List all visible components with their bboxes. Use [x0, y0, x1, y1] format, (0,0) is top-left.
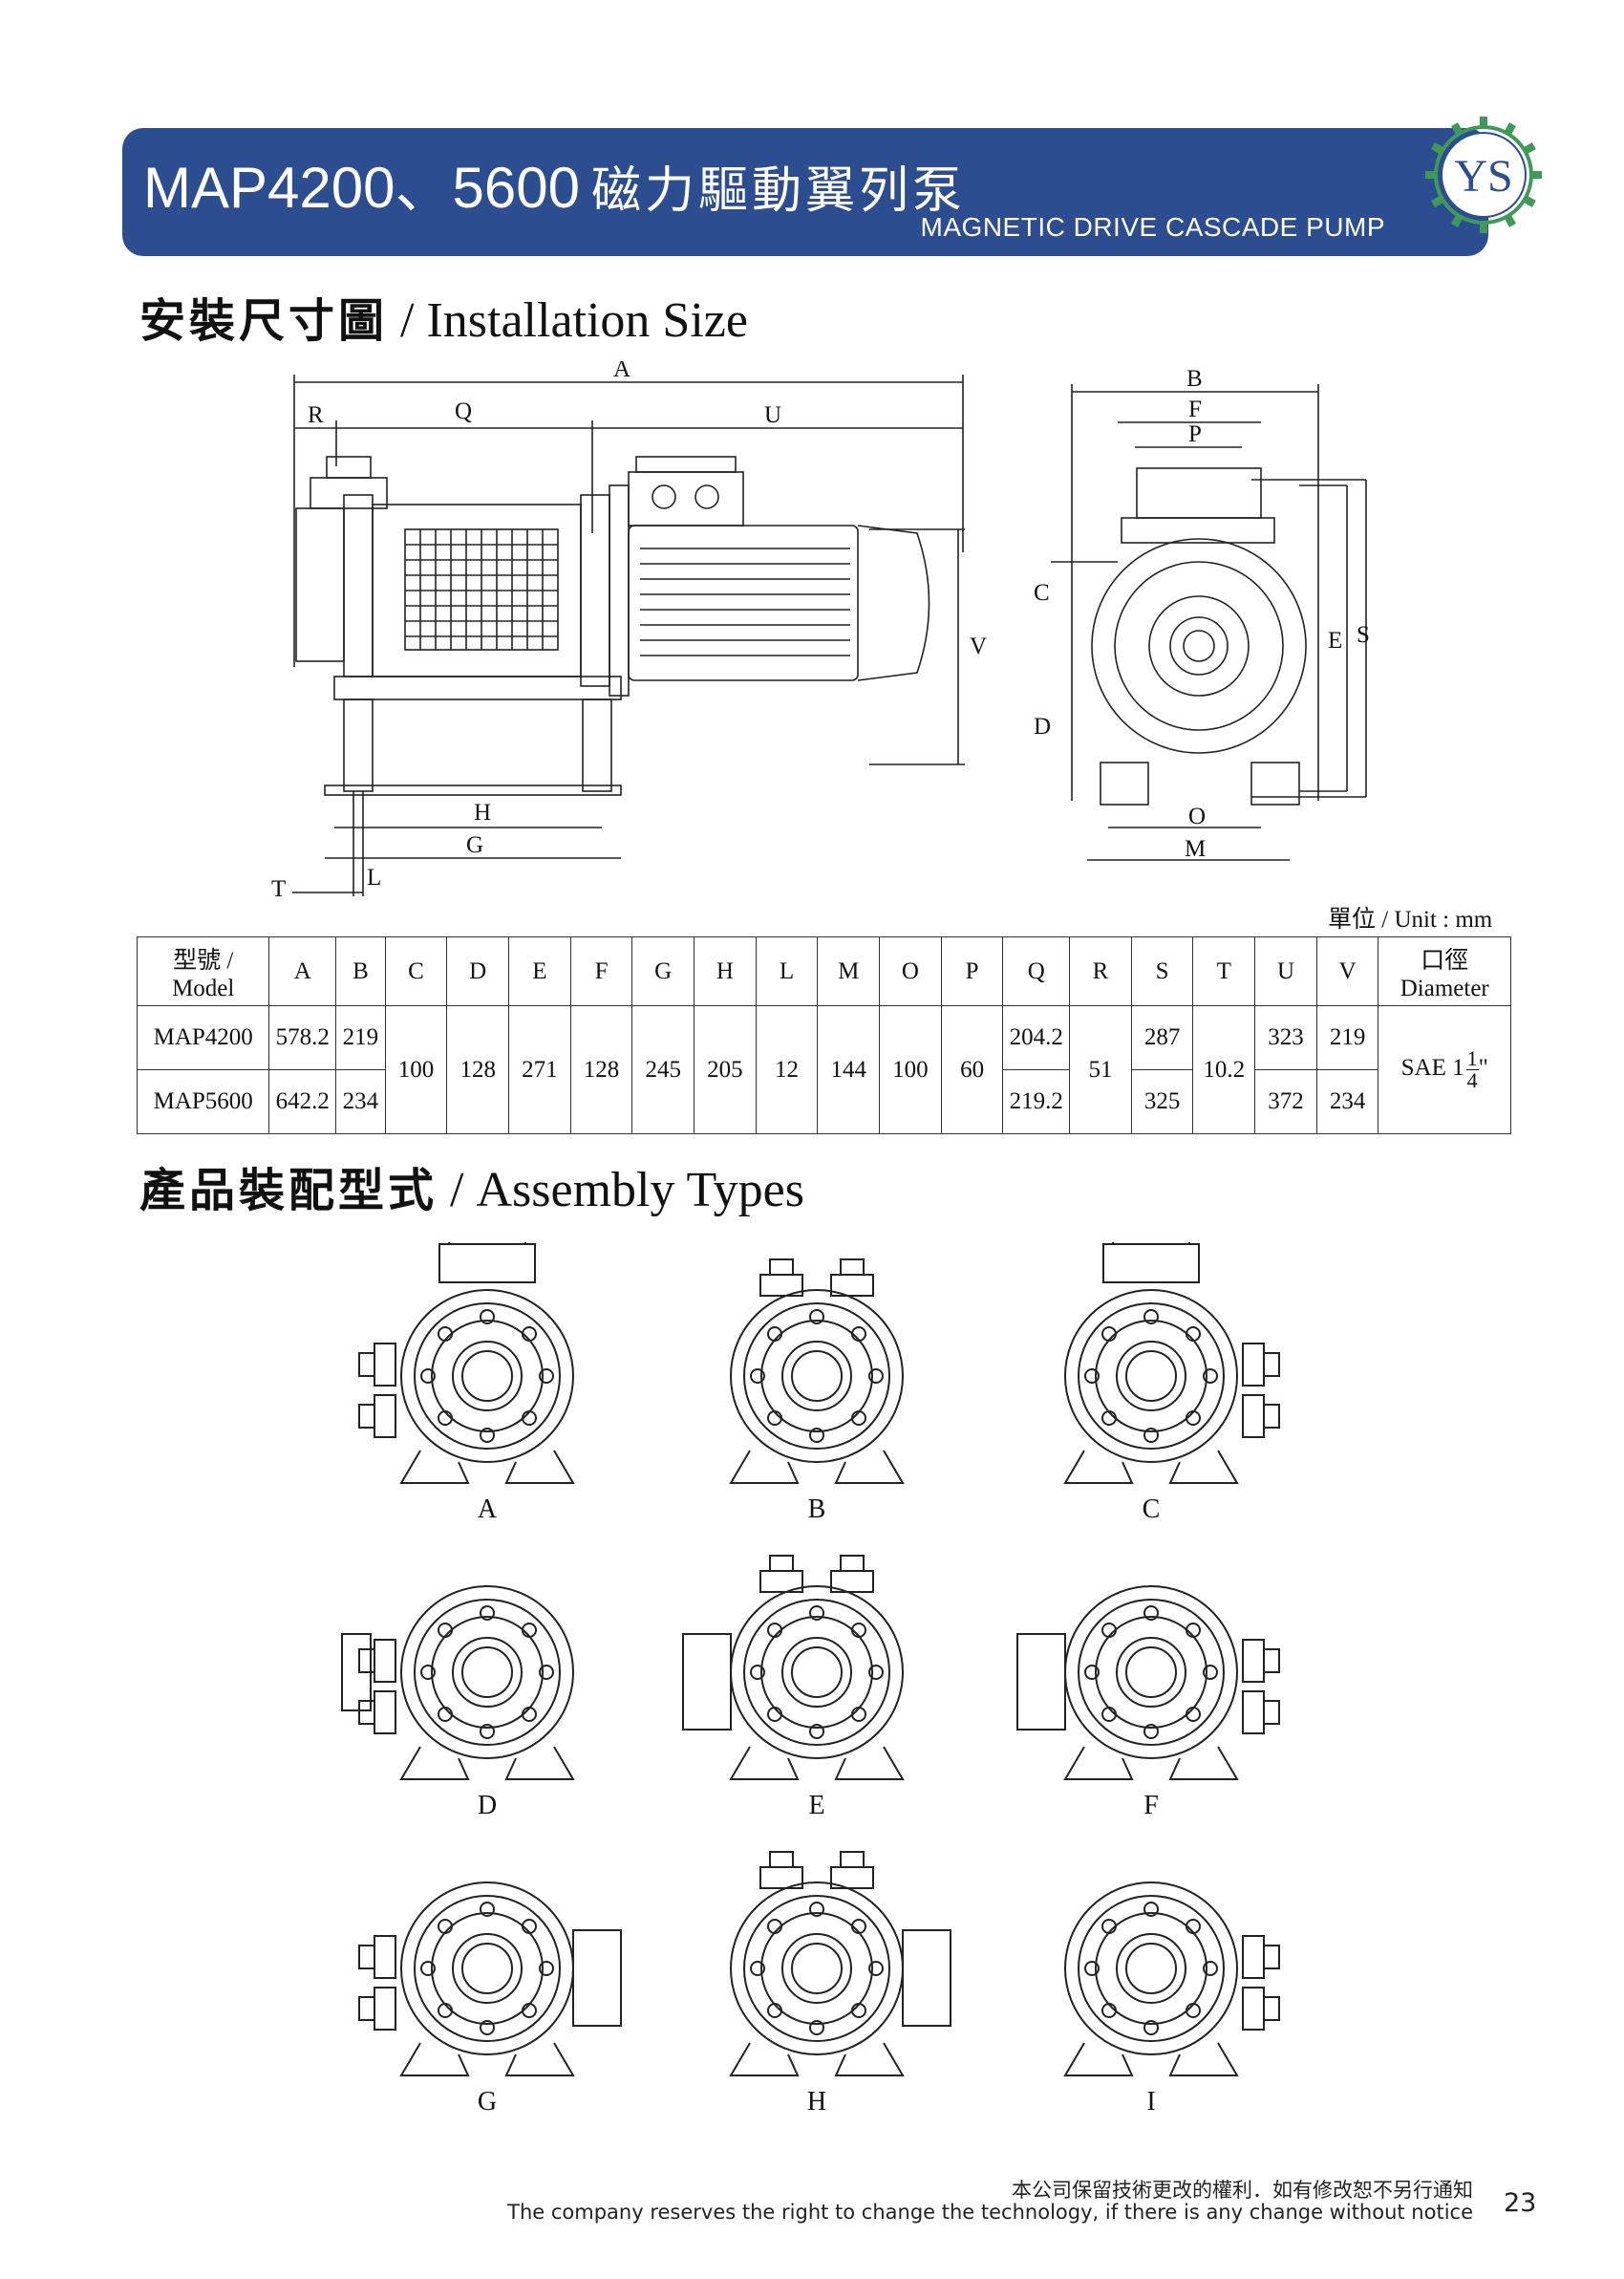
dim-R: R: [308, 402, 324, 428]
assembly-type-b: [730, 1258, 904, 1484]
unit-label: 單位 / Unit : mm: [1328, 907, 1493, 933]
assembly-label: B: [808, 1494, 826, 1524]
header-col: B: [335, 936, 386, 1006]
header-col: V: [1315, 936, 1379, 1006]
table-header-row: 型號 /Model A B C D E F G H L M O P Q R S …: [136, 936, 1511, 1006]
assembly-type-i: [1064, 1881, 1280, 2076]
page-subtitle: MAGNETIC DRIVE CASCADE PUMP: [920, 212, 1385, 242]
title-chinese: 磁力驅動翼列泵: [590, 162, 966, 220]
dim-P: P: [1188, 421, 1202, 447]
footer-notice-zh: 本公司保留技術更改的權利．如有修改恕不另行通知: [1012, 2179, 1473, 2202]
header-col: S: [1130, 936, 1194, 1006]
dim-Q: Q: [455, 398, 472, 424]
assembly-label: D: [478, 1791, 497, 1820]
dim-M: M: [1185, 836, 1206, 862]
table-row: MAP5600 642.2 234 219.2 325 372 234: [136, 1069, 1511, 1134]
dim-S: S: [1357, 622, 1370, 648]
header-col: M: [817, 936, 881, 1006]
dim-H: H: [474, 800, 491, 826]
assembly-type-c: [1064, 1242, 1280, 1484]
dim-V: V: [970, 634, 987, 659]
dim-D: D: [1034, 714, 1051, 740]
header-col: Q: [1002, 936, 1071, 1006]
spec-table: 型號 /Model A B C D E F G H L M O P Q R S …: [136, 936, 1511, 1134]
dim-A: A: [613, 361, 630, 382]
assembly-type-f: [1016, 1585, 1280, 1780]
dim-T: T: [271, 876, 286, 902]
dim-L: L: [367, 865, 381, 891]
header-col: P: [940, 936, 1004, 1006]
header-col: U: [1254, 936, 1317, 1006]
assembly-type-h: [730, 1851, 951, 2076]
dim-U: U: [764, 402, 781, 428]
header-col: O: [879, 936, 942, 1006]
assembly-section-title: 產品裝配型式 / Assembly Types: [139, 1163, 804, 1217]
assembly-label: C: [1143, 1494, 1161, 1524]
logo-text: YS: [1454, 151, 1512, 202]
dim-B: B: [1186, 366, 1203, 392]
dim-O: O: [1188, 804, 1206, 829]
header-col: C: [384, 936, 448, 1006]
header-col: A: [268, 936, 337, 1006]
company-logo: YS: [1425, 117, 1542, 233]
assembly-type-g: [358, 1881, 622, 2076]
assembly-label: G: [478, 2087, 497, 2117]
installation-section-title: 安裝尺寸圖 / Installation Size: [139, 293, 748, 348]
installation-drawing: A R Q U V H G T L B F P C D E S O M: [271, 361, 1370, 902]
assembly-type-e: [682, 1555, 904, 1780]
dim-F: F: [1188, 397, 1202, 422]
header-col: R: [1069, 936, 1132, 1006]
assembly-type-a: [358, 1242, 574, 1484]
assembly-label: F: [1143, 1791, 1159, 1820]
footer-notice-en: The company reserves the right to change…: [507, 2201, 1473, 2224]
header-col: F: [569, 936, 633, 1006]
header-col: G: [631, 936, 695, 1006]
dim-C: C: [1034, 580, 1050, 606]
dim-G: G: [466, 832, 483, 858]
assembly-label: A: [478, 1494, 498, 1524]
assembly-label: I: [1146, 2087, 1155, 2117]
header-col: H: [694, 936, 757, 1006]
dim-E: E: [1328, 628, 1342, 654]
page-number: 23: [1504, 2188, 1537, 2218]
assembly-label: H: [807, 2087, 826, 2117]
header-col: E: [508, 936, 571, 1006]
assembly-label: E: [808, 1791, 824, 1820]
header-col: L: [755, 936, 819, 1006]
assembly-types-grid: A B C D E F G H I: [341, 1242, 1280, 2117]
header-model: 型號 /Model: [136, 936, 270, 1006]
assembly-type-d: [341, 1585, 574, 1780]
table-row: MAP4200 578.2 219 100 128 271 128 245 20…: [136, 1005, 1511, 1134]
header-col: T: [1192, 936, 1256, 1006]
gear-icon: [1425, 117, 1542, 233]
title-model: MAP4200、5600: [143, 156, 580, 220]
header-col: D: [446, 936, 510, 1006]
